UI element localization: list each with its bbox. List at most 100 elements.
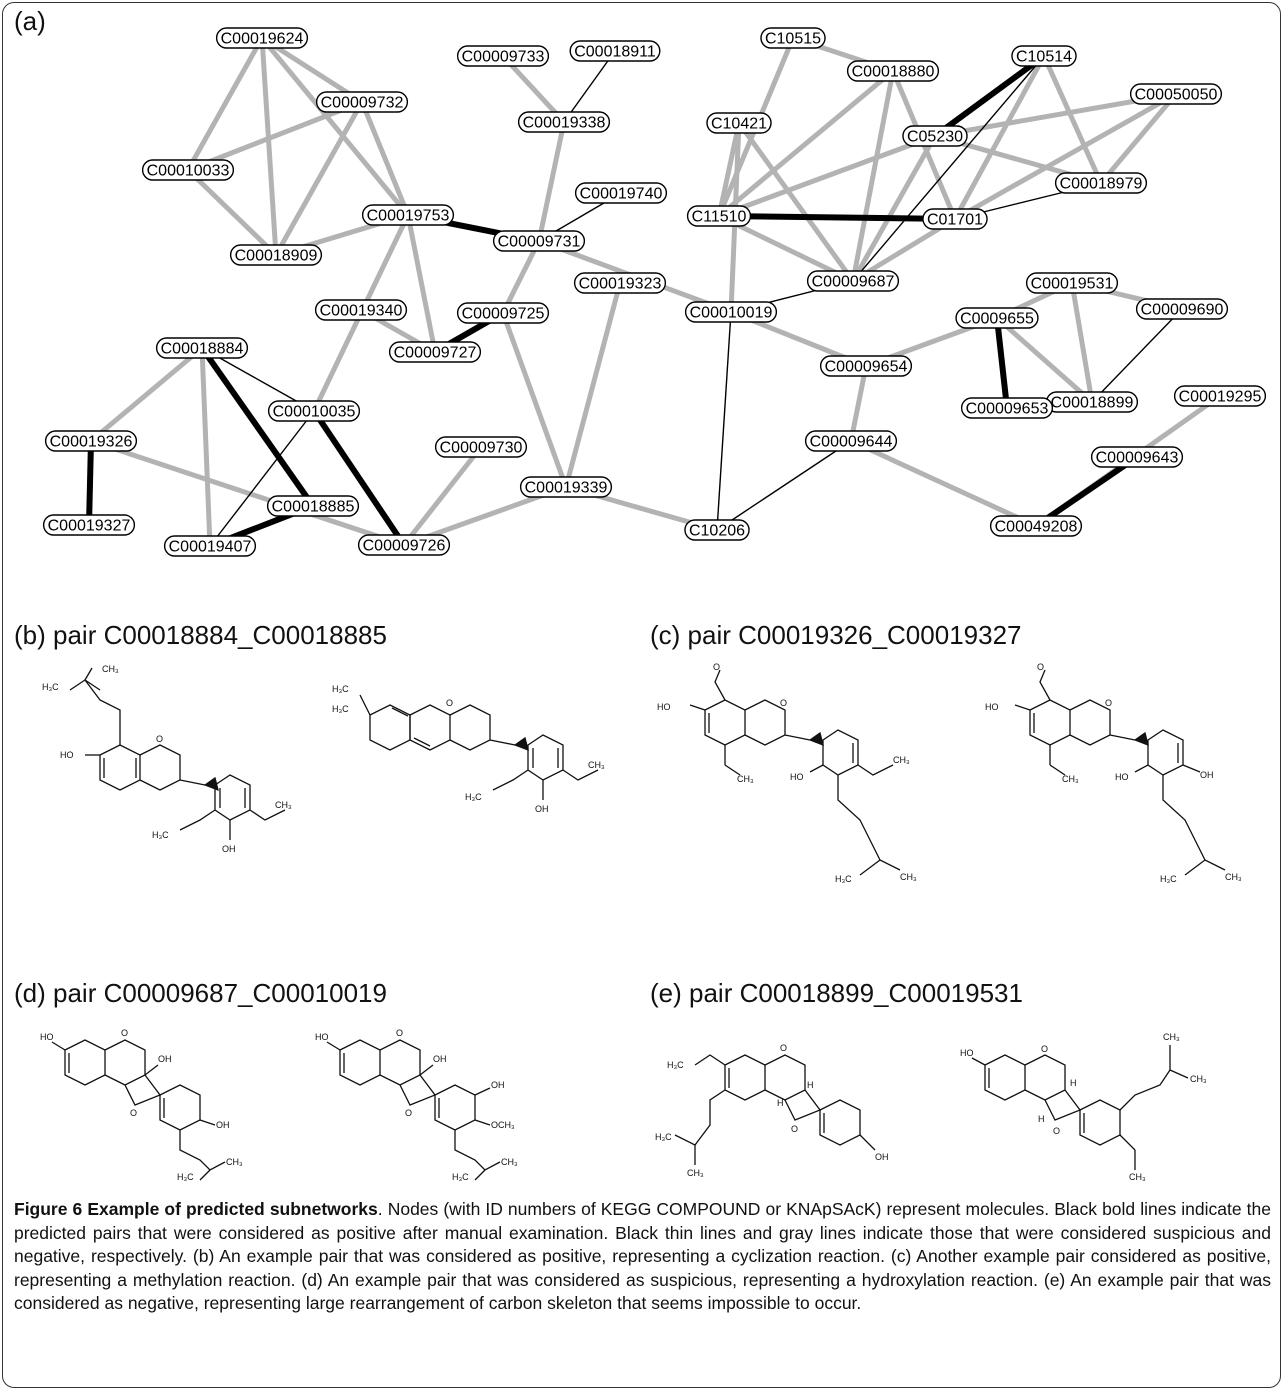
edge-neg: [199, 347, 213, 547]
atom-label: OH: [875, 1152, 889, 1162]
caption-body: . Nodes (with ID numbers of KEGG COMPOUN…: [14, 1199, 1271, 1313]
node-box: [1054, 172, 1148, 194]
node-label: C00010019: [690, 305, 773, 322]
edge-neg: [717, 213, 855, 284]
node-box: [141, 159, 235, 181]
atom-label: CH₃: [275, 800, 292, 810]
node-c00019295: C00019295: [1173, 385, 1267, 407]
node-c00049208: C00049208: [989, 515, 1083, 537]
edge-pos: [311, 409, 407, 547]
node-label: C00019753: [367, 208, 450, 225]
edge-neg: [500, 239, 542, 315]
atom-label: H₃C: [835, 874, 852, 884]
atom-label: OH: [158, 1054, 172, 1064]
atom-label: H₃C: [452, 1172, 469, 1182]
edge-neg: [501, 54, 566, 124]
atom-label: CH₃: [102, 664, 119, 674]
node-c00010035: C00010035: [267, 400, 361, 422]
atom-label: HO: [790, 772, 804, 782]
atom-label: CH₃: [687, 1168, 704, 1178]
atom-label: HO: [40, 1032, 54, 1042]
node-box: [1011, 45, 1077, 67]
node-box: [361, 204, 455, 226]
node-c00018880: C00018880: [846, 60, 940, 82]
node-label: C00049208: [995, 519, 1078, 536]
edge-neg: [536, 121, 567, 242]
node-box: [922, 208, 988, 230]
node-c00018884: C00018884: [155, 337, 249, 359]
node-label: C00018885: [272, 499, 355, 516]
node-box: [960, 397, 1054, 419]
node-c00009653: C00009653: [960, 397, 1054, 419]
node-label: C00009727: [394, 345, 477, 362]
node-c00009725: C00009725: [456, 302, 550, 324]
node-label: C10515: [765, 31, 821, 48]
node-label: C00009644: [810, 434, 893, 451]
atom-label: H₃C: [152, 830, 169, 840]
edge-neg: [259, 37, 279, 256]
node-c0009655: C0009655: [955, 307, 1039, 329]
node-c00009730: C00009730: [434, 436, 528, 458]
node-box: [388, 341, 482, 363]
node-box: [989, 515, 1083, 537]
edge-neg: [953, 91, 1178, 222]
atom-label: CH₃: [1190, 1074, 1207, 1084]
edge-neg: [185, 36, 265, 172]
figure-caption: Figure 6 Example of predicted subnetwork…: [14, 1198, 1271, 1316]
atom-label: H₃C: [1160, 874, 1177, 884]
node-label: C10206: [689, 523, 745, 540]
edge-neg: [90, 438, 405, 548]
node-c00018979: C00018979: [1054, 172, 1148, 194]
atom-label: H: [1038, 1114, 1045, 1124]
atom-label: HO: [315, 1032, 329, 1042]
atom-label: O: [130, 1108, 137, 1118]
edge-sus: [852, 55, 1045, 282]
edge-sus: [1091, 308, 1183, 403]
structure-c00018899: H₃C O H H O H₃C CH₃ OH: [655, 1043, 889, 1178]
node-box: [819, 355, 913, 377]
node-box: [760, 27, 826, 49]
edge-neg: [273, 100, 365, 257]
node-label: C00009731: [498, 234, 581, 251]
node-c00050050: C00050050: [1129, 83, 1223, 105]
node-c00019624: C00019624: [215, 27, 309, 49]
atom-label: CH₃: [226, 1157, 243, 1167]
atom-label: CH₃: [501, 1157, 518, 1167]
atom-label: CH₃: [1129, 1172, 1146, 1182]
edge-neg: [260, 36, 410, 217]
atom-label: OCH₃: [491, 1120, 515, 1130]
edge-pos: [1034, 454, 1139, 529]
node-box: [1129, 83, 1223, 105]
node-box: [215, 27, 309, 49]
atom-label: OH: [433, 1054, 447, 1064]
structure-c00019327: O HO O CH₃ HO OH H₃C CH₃: [985, 662, 1242, 884]
atom-label: O: [713, 662, 720, 672]
node-box: [456, 45, 550, 67]
atom-label: H: [807, 1080, 814, 1090]
node-label: C00019295: [1179, 389, 1262, 406]
node-box: [155, 337, 249, 359]
atom-label: H: [1070, 1078, 1077, 1088]
node-box: [955, 307, 1039, 329]
edge-pos: [86, 440, 94, 526]
edge-neg: [1041, 54, 1104, 185]
node-label: C01701: [927, 212, 983, 229]
node-label: C00019340: [320, 303, 403, 320]
edge-neg: [850, 70, 896, 282]
node-label: C00009687: [812, 274, 895, 291]
node-box: [804, 430, 898, 452]
node-c00019326: C00019326: [44, 430, 138, 452]
node-box: [1173, 385, 1267, 407]
edge-neg: [186, 168, 278, 257]
structure-c00019531: HO O H H O CH₃ CH₃ CH₃: [960, 1032, 1207, 1182]
node-c00019340: C00019340: [314, 299, 408, 321]
node-c00009731: C00009731: [492, 230, 586, 252]
edge-pos: [199, 346, 316, 508]
node-box: [706, 112, 772, 134]
atom-label: O: [1105, 698, 1112, 708]
node-box: [44, 430, 138, 452]
node-c00018911: C00018911: [569, 40, 661, 62]
node-c00019407: C00019407: [163, 535, 257, 557]
